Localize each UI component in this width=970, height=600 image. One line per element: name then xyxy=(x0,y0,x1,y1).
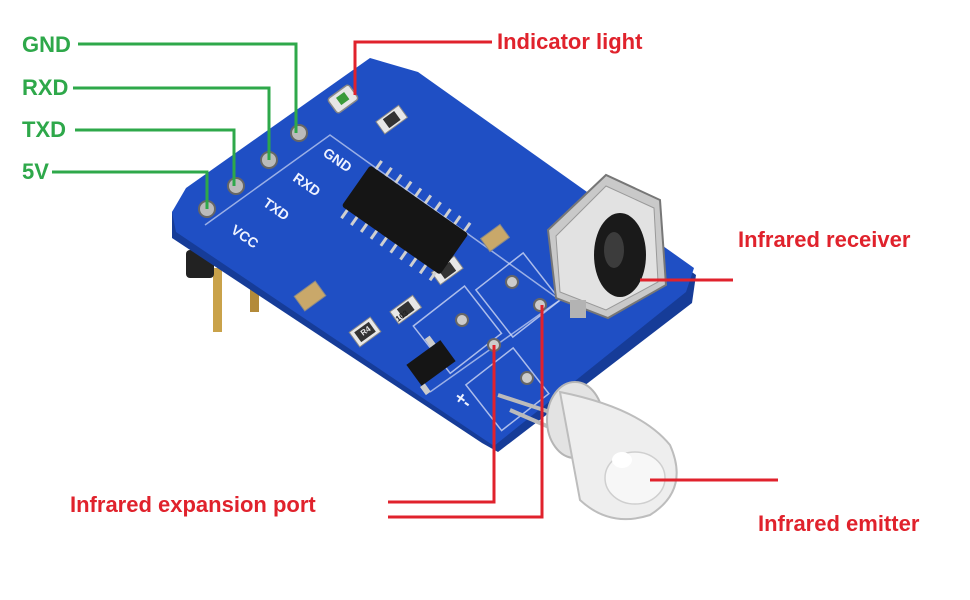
pin-label-rxd: RXD xyxy=(22,75,69,100)
callout-indicator-light: Indicator light xyxy=(497,29,643,54)
main-ic-chip xyxy=(340,160,472,282)
leader-expansion-port-1 xyxy=(388,345,496,504)
leader-5v xyxy=(52,170,209,209)
header-pin xyxy=(213,268,222,332)
leader-txd xyxy=(75,128,236,186)
port-hole xyxy=(455,313,469,327)
smd-components xyxy=(293,104,511,348)
ir-emitter-component xyxy=(497,381,678,521)
callout-infrared-receiver: Infrared receiver xyxy=(738,227,911,252)
transistor xyxy=(406,335,456,396)
port-hole xyxy=(505,275,519,289)
leader-gnd xyxy=(78,42,298,133)
pin-leader-lines xyxy=(52,42,298,209)
pin-label-gnd: GND xyxy=(22,32,71,57)
callout-leader-lines xyxy=(353,40,778,519)
leader-expansion-port-2 xyxy=(388,305,544,519)
ir-receiver-component xyxy=(546,173,668,320)
port-hole xyxy=(533,298,547,312)
callout-infrared-emitter: Infrared emitter xyxy=(758,511,920,536)
pin-hole-txd xyxy=(227,177,245,195)
port-hole xyxy=(520,371,534,385)
leader-indicator-light xyxy=(353,40,492,95)
pin-label-txd: TXD xyxy=(22,117,66,142)
leader-rxd xyxy=(73,86,271,160)
callout-infrared-expansion-port: Infrared expansion port xyxy=(70,492,316,517)
pin-hole-gnd xyxy=(290,124,308,142)
pin-label-5v: 5V xyxy=(22,159,49,184)
